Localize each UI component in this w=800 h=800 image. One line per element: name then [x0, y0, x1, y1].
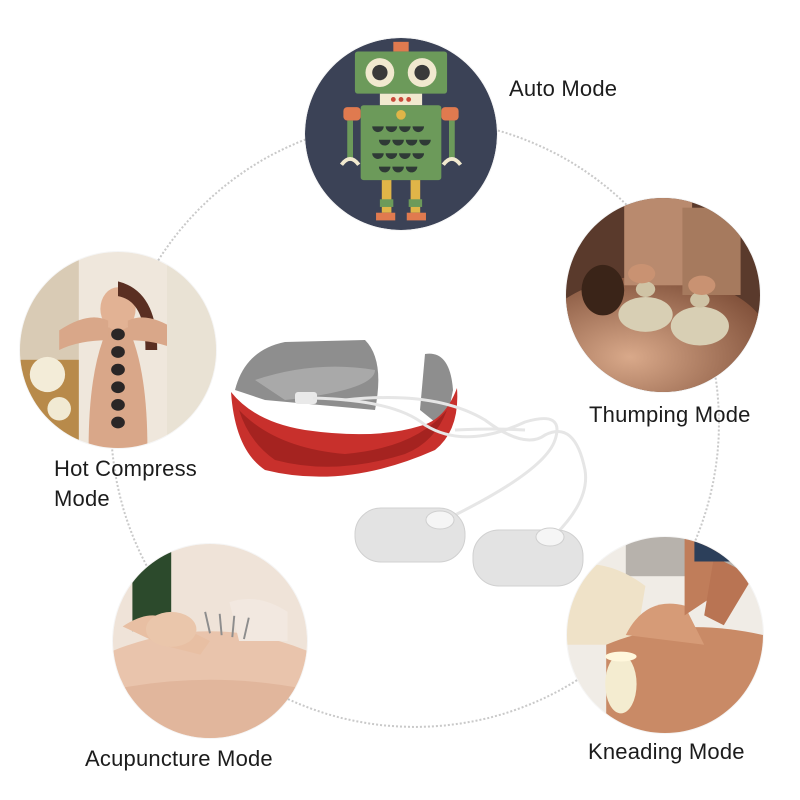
acupuncture-icon	[113, 544, 307, 738]
kneading-massage-icon	[567, 537, 763, 733]
acupuncture-mode-photo	[113, 544, 307, 738]
hot-compress-mode-label: Hot Compress Mode	[54, 454, 234, 514]
kneading-mode-photo	[567, 537, 763, 733]
hot-stone-massage-icon	[20, 252, 216, 448]
thumping-mode-label: Thumping Mode	[589, 402, 751, 427]
acupuncture-mode-label: Acupuncture Mode	[85, 746, 273, 771]
auto-mode-robot-icon	[305, 38, 497, 230]
thumping-mode-photo	[566, 198, 760, 392]
neck-massager-device	[231, 340, 588, 587]
electrode-wires	[312, 396, 588, 537]
massager-body	[231, 340, 458, 477]
auto-mode-label: Auto Mode	[509, 76, 618, 101]
electrode-pads	[354, 507, 584, 587]
hot-compress-label-line1: Hot Compress	[54, 456, 197, 481]
kneading-mode-label: Kneading Mode	[588, 739, 745, 764]
hot-compress-label-line2: Mode	[54, 486, 110, 511]
robot-icon	[305, 38, 497, 230]
hot-compress-mode-photo	[20, 252, 216, 448]
thumping-massage-icon	[566, 198, 760, 392]
